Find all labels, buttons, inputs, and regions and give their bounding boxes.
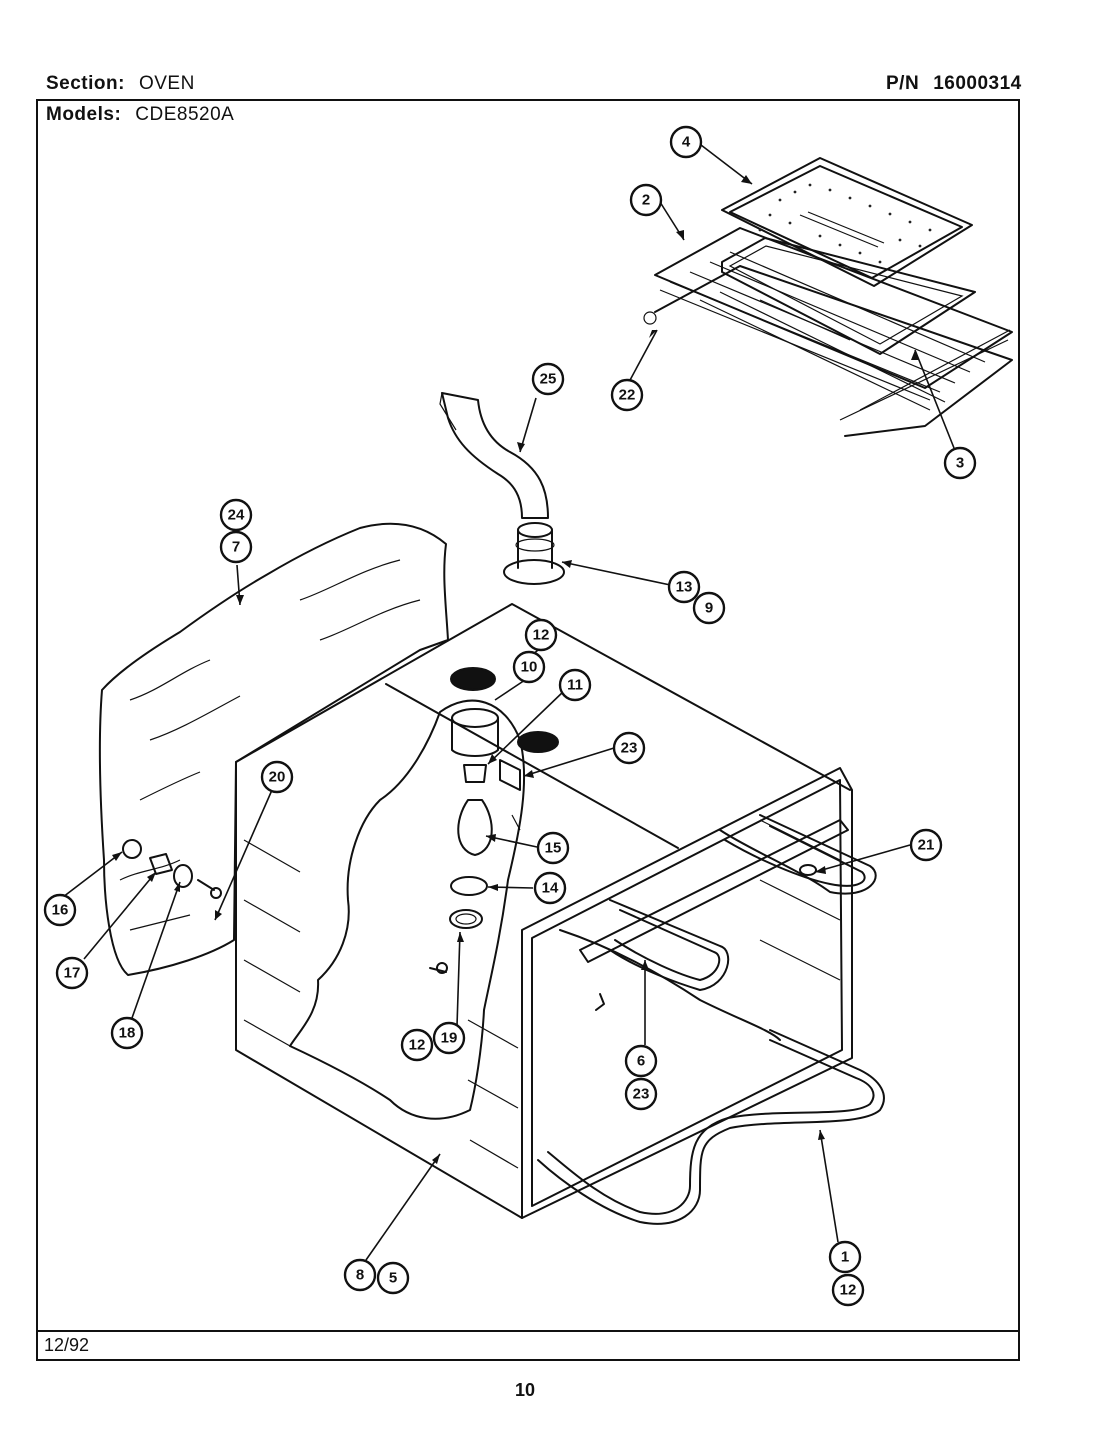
callout-25: 25 — [531, 362, 565, 396]
svg-text:12: 12 — [533, 627, 550, 644]
section-label: Section: — [46, 73, 125, 94]
svg-text:19: 19 — [441, 1030, 458, 1047]
callout-2: 2 — [629, 183, 663, 217]
light-opening-shape — [517, 731, 559, 753]
callout-10: 10 — [512, 650, 546, 684]
svg-text:11: 11 — [567, 677, 583, 694]
callout-11: 11 — [558, 668, 592, 702]
callout-21: 21 — [909, 828, 943, 862]
revision-date: 12/92 — [44, 1335, 90, 1355]
svg-text:12: 12 — [409, 1037, 426, 1054]
svg-text:7: 7 — [232, 539, 240, 556]
callout-1: 1 — [828, 1240, 862, 1274]
diagram-frame — [36, 99, 1020, 1361]
svg-text:8: 8 — [356, 1267, 364, 1284]
callout-22: 22 — [610, 378, 644, 412]
callout-12: 12 — [524, 618, 558, 652]
svg-text:18: 18 — [119, 1025, 136, 1042]
models-value: CDE8520A — [135, 104, 235, 125]
svg-text:9: 9 — [705, 600, 713, 617]
insulation-blanket-drawing — [98, 522, 449, 976]
page-number: 10 — [515, 1380, 536, 1400]
callout-12b: 12 — [400, 1028, 434, 1062]
svg-text:20: 20 — [269, 769, 286, 786]
pn-value: 16000314 — [933, 73, 1022, 94]
bake-element-drawing — [537, 929, 885, 1225]
svg-text:4: 4 — [682, 134, 691, 151]
svg-text:23: 23 — [621, 740, 638, 757]
callout-18: 18 — [110, 1016, 144, 1050]
callout-7: 7 — [219, 530, 253, 564]
svg-text:12: 12 — [840, 1282, 857, 1299]
svg-text:3: 3 — [956, 455, 964, 472]
oven-rack-drawing — [643, 227, 1013, 437]
callout-9: 9 — [692, 591, 726, 625]
svg-text:15: 15 — [545, 840, 562, 857]
svg-text:1: 1 — [841, 1249, 849, 1266]
vent-opening-shape — [450, 667, 496, 691]
callout-24: 24 — [219, 498, 253, 532]
svg-text:6: 6 — [637, 1053, 645, 1070]
callout-16: 16 — [43, 893, 77, 927]
models-label: Models: — [46, 104, 122, 125]
callout-23: 23 — [612, 731, 646, 765]
models-header: Models: CDE8520A — [46, 104, 234, 126]
section-header: Section: OVEN — [46, 73, 195, 95]
callout-20: 20 — [260, 760, 294, 794]
svg-text:25: 25 — [540, 371, 557, 388]
svg-text:23: 23 — [633, 1086, 650, 1103]
svg-text:16: 16 — [52, 902, 69, 919]
svg-text:14: 14 — [542, 880, 559, 897]
callout-19: 19 — [432, 1021, 466, 1055]
broiler-pan-insert-drawing — [721, 237, 976, 355]
broil-element-drawing — [579, 814, 877, 1011]
callout-6: 6 — [624, 1044, 658, 1078]
svg-text:17: 17 — [64, 965, 81, 982]
oven-cavity-drawing — [235, 603, 853, 1219]
svg-text:10: 10 — [521, 659, 538, 676]
callout-4: 4 — [669, 125, 703, 159]
callout-14: 14 — [533, 871, 567, 905]
section-value: OVEN — [138, 73, 195, 94]
callout-8: 8 — [343, 1258, 377, 1292]
pn-label: P/N — [886, 73, 920, 94]
svg-text:2: 2 — [642, 192, 650, 209]
leader-lines — [62, 144, 955, 1261]
callout-12c: 12 — [831, 1273, 865, 1307]
callout-23b: 23 — [624, 1077, 658, 1111]
svg-text:13: 13 — [676, 579, 693, 596]
footer-divider — [36, 1330, 1020, 1332]
callout-5: 5 — [376, 1261, 410, 1295]
callout-3: 3 — [943, 446, 977, 480]
svg-text:22: 22 — [619, 387, 636, 404]
leader-arrowheads — [112, 175, 919, 1164]
svg-text:21: 21 — [918, 837, 935, 854]
callout-15: 15 — [536, 831, 570, 865]
callout-17: 17 — [55, 956, 89, 990]
retainer-parts-drawing — [122, 839, 222, 899]
callout-13: 13 — [667, 570, 701, 604]
svg-text:24: 24 — [228, 507, 245, 524]
part-number: P/N 16000314 — [886, 73, 1022, 95]
vent-duct-drawing — [439, 392, 549, 519]
svg-text:5: 5 — [389, 1270, 397, 1287]
vent-fitting-drawing — [503, 522, 565, 585]
